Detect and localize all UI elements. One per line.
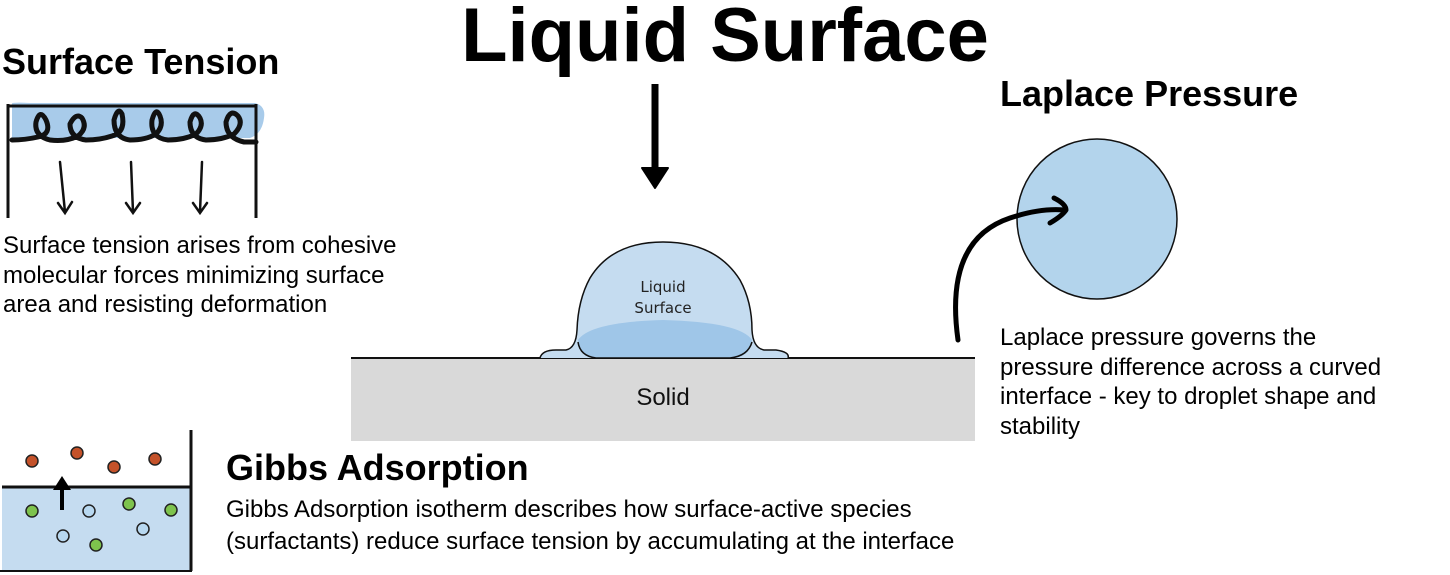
main-title: Liquid Surface — [461, 0, 989, 78]
droplet-label-line2: Surface — [634, 299, 691, 317]
surface-tension-desc-line: molecular forces minimizing surface — [3, 261, 385, 289]
particle — [25, 504, 39, 518]
solid-label: Solid — [636, 384, 689, 411]
laplace-pressure-description: Laplace pressure governs the pressure di… — [1000, 323, 1381, 441]
laplace-pressure-title: Laplace Pressure — [1000, 73, 1299, 114]
laplace-bubble — [1016, 138, 1178, 300]
particle — [70, 446, 84, 460]
curved-arrow-icon — [953, 195, 1069, 343]
spring-coil-icon — [9, 108, 259, 145]
particle — [89, 538, 103, 552]
down-arrow-icon — [124, 160, 142, 216]
surface-tension-desc-line: area and resisting deformation — [3, 291, 328, 318]
particle — [107, 460, 121, 474]
down-arrow-icon — [56, 160, 74, 216]
liquid-phase-particles — [25, 497, 178, 552]
particle — [164, 503, 178, 517]
surface-tension-description: Surface tension arises from cohesive mol… — [3, 231, 397, 320]
laplace-desc-line: stability — [1000, 412, 1081, 440]
particle — [25, 454, 39, 468]
solid-substrate — [351, 359, 975, 441]
gibbs-adsorption-title: Gibbs Adsorption — [226, 447, 529, 488]
gibbs-adsorption-description: Gibbs Adsorption isotherm describes how … — [226, 494, 954, 558]
gas-phase-particles — [25, 446, 162, 474]
force-arrows — [56, 160, 209, 216]
main-down-arrow-icon — [641, 84, 669, 189]
gibbs-adsorption-illustration — [0, 430, 193, 572]
gibbs-desc-line: (surfactants) reduce surface tension by … — [226, 528, 955, 555]
droplet-label-line1: Liquid — [640, 278, 685, 296]
laplace-desc-line: Laplace pressure governs the — [1000, 324, 1317, 351]
surface-tension-desc-line: Surface tension arises from cohesive — [3, 232, 397, 259]
beaker-liquid — [2, 487, 190, 570]
particle — [148, 452, 162, 466]
gibbs-desc-line: Gibbs Adsorption isotherm describes how … — [226, 496, 912, 523]
surface-tension-title: Surface Tension — [2, 41, 280, 82]
up-arrow-icon — [53, 476, 71, 510]
down-arrow-icon — [191, 160, 209, 216]
liquid-droplet: Liquid Surface — [539, 241, 789, 359]
particle — [82, 504, 96, 518]
laplace-desc-line: pressure difference across a curved — [1000, 353, 1382, 381]
surface-tension-illustration — [6, 102, 265, 218]
particle — [136, 522, 150, 536]
particle — [56, 529, 70, 543]
particle — [122, 497, 136, 511]
laplace-desc-line: interface - key to droplet shape and — [1000, 383, 1377, 410]
